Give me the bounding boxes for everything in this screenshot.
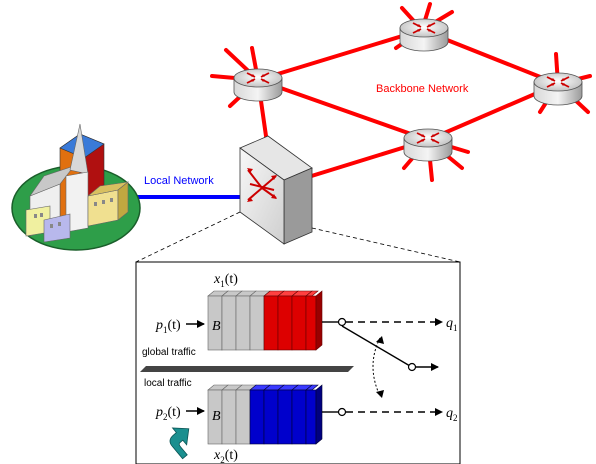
p1-label: p1(t) xyxy=(155,318,181,335)
router-icon xyxy=(399,18,449,52)
global-traffic-label: global traffic xyxy=(142,347,196,358)
switch-toggle-path xyxy=(372,337,381,397)
q2-label: q2 xyxy=(446,406,458,423)
router-icon xyxy=(403,128,453,162)
local-queue: B xyxy=(207,384,323,445)
campus-building-icon xyxy=(11,123,141,251)
zoom-line-right xyxy=(311,227,461,263)
p2-label: p2(t) xyxy=(155,405,181,422)
x2-label: x2(t) xyxy=(213,448,238,464)
switch-output-contact xyxy=(407,362,417,372)
backbone-network-label: Backbone Network xyxy=(376,83,469,95)
router-icon xyxy=(233,68,283,102)
switch-contact-top xyxy=(337,317,347,327)
link-r4-r1 xyxy=(256,78,430,142)
buffer-label-bottom: B xyxy=(212,409,221,424)
link-r1-r2 xyxy=(256,28,424,82)
local-traffic-label: local traffic xyxy=(144,378,192,389)
switch-contact-bottom xyxy=(337,407,347,417)
global-queue: B xyxy=(207,290,323,351)
zoom-line-left xyxy=(135,211,241,263)
local-network-label: Local Network xyxy=(144,175,214,187)
traffic-separator xyxy=(140,366,354,372)
switch-icon xyxy=(239,135,313,245)
feedback-arrow-icon xyxy=(169,427,190,460)
buffer-label-top: B xyxy=(212,319,221,334)
router-icon xyxy=(533,72,583,106)
x1-label: x1(t) xyxy=(213,272,238,289)
switch-lever xyxy=(341,325,411,367)
q1-label: q1 xyxy=(446,316,458,333)
